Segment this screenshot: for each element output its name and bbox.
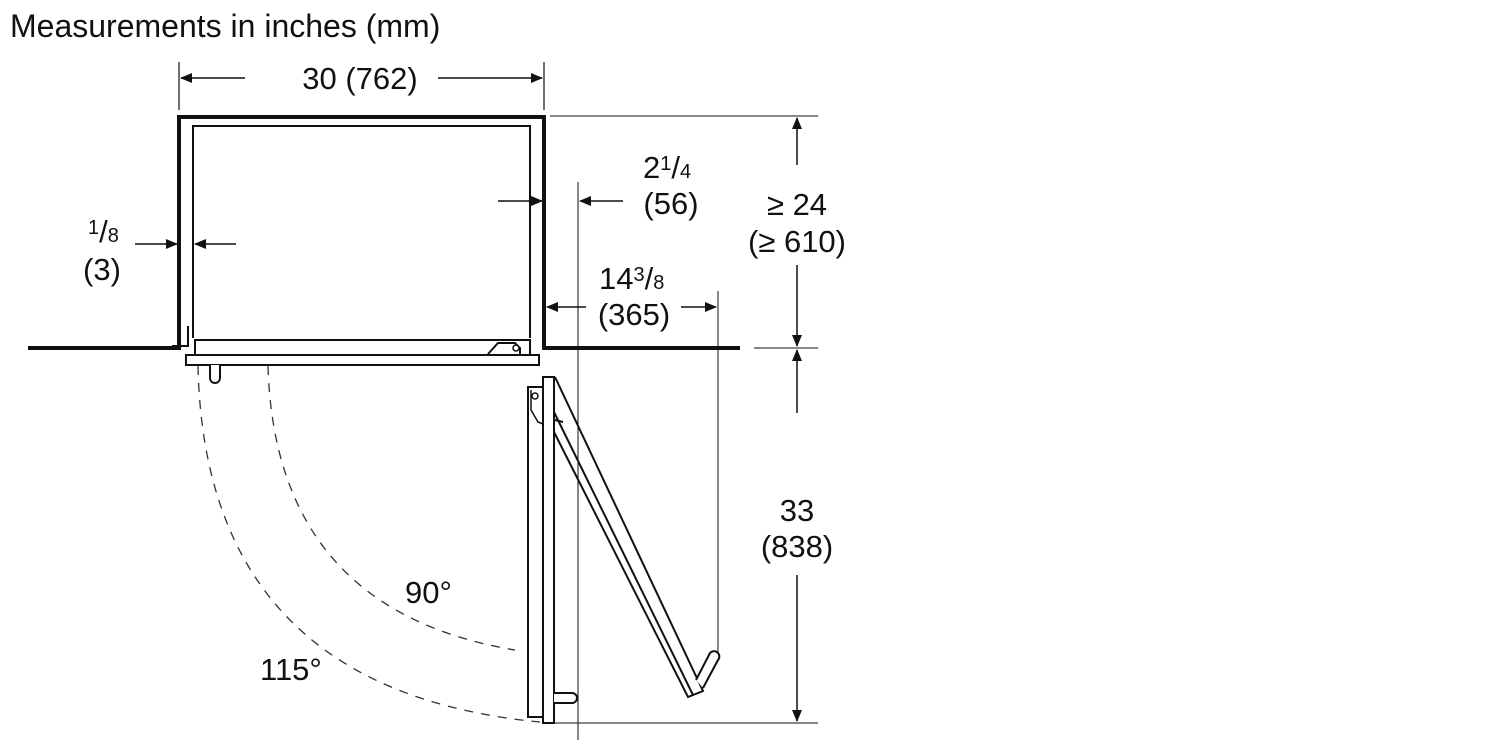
door-offset-mm: (56): [643, 186, 698, 221]
door-closed: [185, 339, 540, 384]
cabinet-cutout: [28, 115, 740, 350]
door-offset-denominator: 4: [680, 161, 691, 183]
door-swing-dimension: 143/8 (365): [546, 261, 719, 652]
width-label: 30 (762): [302, 61, 417, 96]
svg-text:1/8: 1/8: [88, 214, 119, 249]
svg-text:21/4: 21/4: [643, 150, 691, 185]
door-open-115: [553, 376, 721, 699]
door-open-90: [527, 376, 578, 724]
page-title: Measurements in inches (mm): [10, 8, 440, 44]
door-swing-numerator: 3: [633, 264, 644, 286]
door-swing-mm: (365): [598, 297, 670, 332]
depth-inches: ≥ 24: [767, 187, 827, 222]
door-offset-numerator: 1: [660, 153, 671, 175]
door-swing-denominator: 8: [653, 272, 664, 294]
swing-arcs: [197, 365, 541, 723]
angle-90-label: 90°: [405, 575, 452, 610]
door-offset-whole: 2: [643, 150, 660, 185]
svg-text:143/8: 143/8: [599, 261, 664, 296]
door-offset-dimension: 21/4 (56): [498, 150, 699, 740]
side-gap-numerator: 1: [88, 217, 99, 239]
depth-mm: (≥ 610): [748, 224, 846, 259]
depth-dimension: ≥ 24 (≥ 610): [550, 115, 846, 349]
clearance-mm: (838): [761, 529, 833, 564]
clearance-inches: 33: [780, 493, 814, 528]
side-gap-mm: (3): [83, 252, 121, 287]
door-swing-whole: 14: [599, 261, 633, 296]
width-dimension: 30 (762): [178, 61, 545, 110]
angle-115-label: 115°: [260, 652, 322, 687]
side-gap-denominator: 8: [108, 225, 119, 247]
side-gap-dimension: 1/8 (3): [83, 214, 236, 287]
door-clearance-dimension: 33 (838): [545, 349, 833, 724]
